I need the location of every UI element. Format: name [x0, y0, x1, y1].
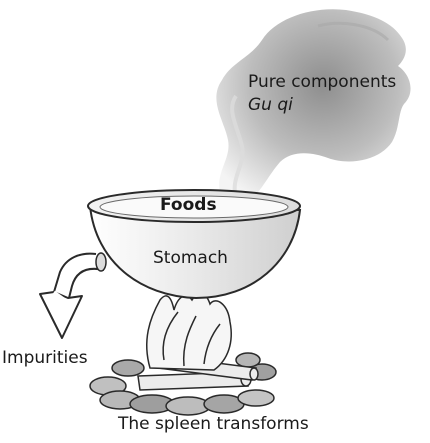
stomach-bowl [53, 189, 302, 303]
label-impurities: Impurities [2, 348, 88, 368]
label-gu-qi: Gu qi [248, 95, 293, 115]
vapor-plume [216, 9, 411, 199]
fire-flame [146, 292, 232, 371]
impurities-arrow [39, 290, 83, 339]
label-spleen-transforms: The spleen transforms [118, 414, 309, 434]
label-pure-components: Pure components [248, 72, 397, 92]
label-foods: Foods [160, 195, 217, 215]
label-stomach: Stomach [153, 248, 228, 268]
